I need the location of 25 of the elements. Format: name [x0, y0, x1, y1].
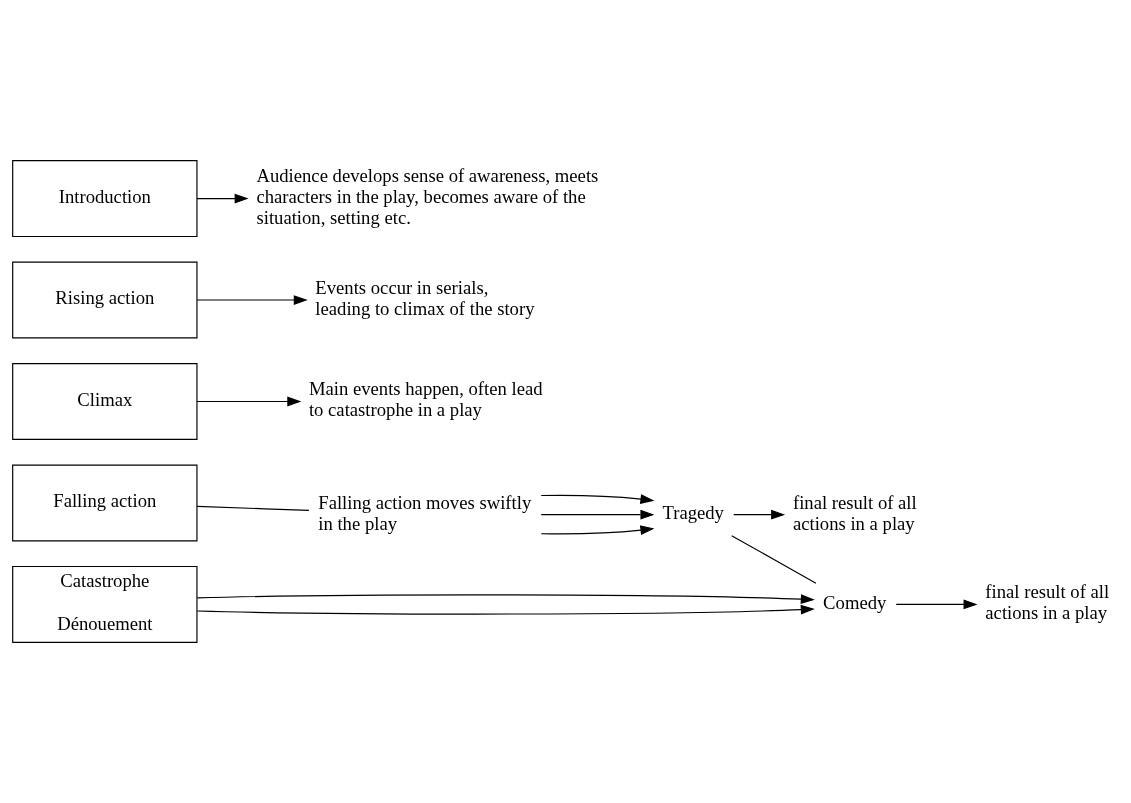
arrow [540, 525, 655, 536]
node-box: Introduction [12, 160, 198, 238]
connector [731, 535, 817, 584]
arrow [196, 396, 302, 407]
node-text: Comedy [823, 591, 887, 613]
node-text: Events occur in serials, leading to climax of the story [315, 276, 535, 319]
arrow [733, 509, 786, 520]
node-box: Climax [12, 363, 198, 440]
arrow [196, 193, 249, 204]
node-text: Tragedy [662, 502, 724, 524]
node-text: final result of all actions in a play [985, 581, 1110, 624]
node-box: Catastrophe Dénouement [12, 565, 198, 643]
arrow [895, 599, 978, 610]
connector [196, 505, 310, 511]
node-box: Falling action [12, 464, 198, 542]
node-text: final result of all actions in a play [792, 491, 917, 534]
node-box: Rising action [12, 261, 198, 339]
arrow [196, 604, 815, 615]
arrow [196, 594, 815, 605]
arrow [540, 494, 655, 504]
node-text: Audience develops sense of awareness, meets characters in the play, becomes aware of the situation, setting etc. [256, 165, 599, 228]
node-text: Falling action moves swiftly in the play [318, 491, 532, 534]
node-text: Main events happen, often lead to catastrophe in a play [308, 378, 543, 421]
arrow [196, 295, 308, 305]
arrow [540, 509, 655, 520]
